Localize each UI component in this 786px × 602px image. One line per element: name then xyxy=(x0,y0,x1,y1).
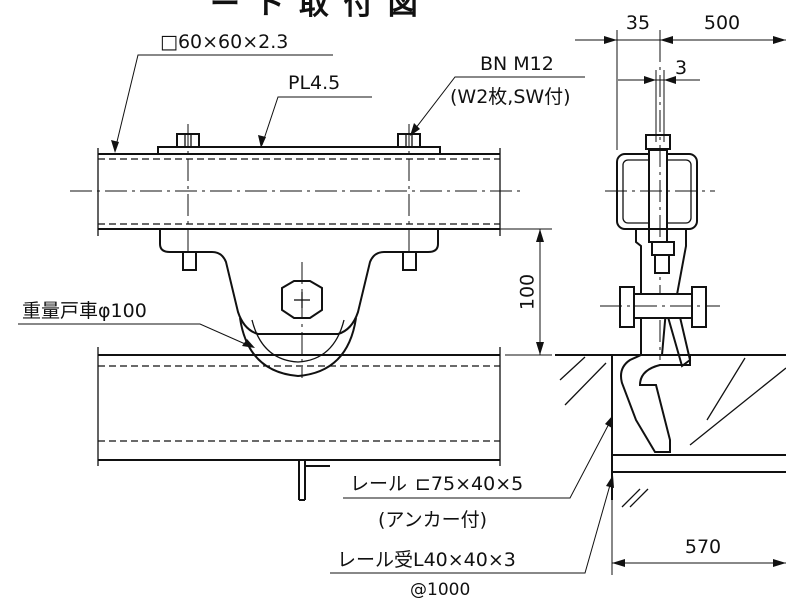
top-plate xyxy=(157,146,441,155)
label-rail-channel: ⊏75×40×5 xyxy=(415,473,523,495)
leader-bolt: BN M12 (W2枚,SW付) xyxy=(410,53,585,136)
leader-tube: □60×60×2.3 xyxy=(111,31,333,153)
label-bolt-note: (W2枚,SW付) xyxy=(450,86,571,108)
label-tube: □60×60×2.3 xyxy=(160,31,288,53)
label-rail-seat: レール受L40×40×3 xyxy=(337,549,516,571)
dim-500-text: 500 xyxy=(704,12,740,34)
axle-nut-right xyxy=(691,286,707,328)
leader-plate: PL4.5 xyxy=(258,72,372,148)
side-view: 35 500 3 570 xyxy=(555,12,786,575)
dim-3-text: 3 xyxy=(675,57,687,79)
axle-nut-left xyxy=(619,286,635,328)
label-rail-word: レール xyxy=(350,473,407,495)
angle-support xyxy=(298,460,330,501)
bolt-stub-right xyxy=(402,251,417,271)
dim-570-text: 570 xyxy=(685,536,721,558)
bracket xyxy=(159,229,439,335)
label-roller: 重量戸車φ100 xyxy=(22,300,147,322)
heavy-roller xyxy=(239,262,357,378)
label-plate: PL4.5 xyxy=(288,72,340,94)
label-bolt: BN M12 xyxy=(480,53,554,75)
leader-roller: 重量戸車φ100 xyxy=(18,300,255,348)
label-anchor: (アンカー付) xyxy=(378,509,487,531)
hanger-plate xyxy=(635,228,692,368)
floor-section xyxy=(555,354,786,508)
dim-100: 100 xyxy=(440,228,552,356)
bolt-stub-left xyxy=(182,251,197,271)
upper-square-tube xyxy=(70,148,525,236)
dim-570: 570 xyxy=(611,500,786,575)
leader-rail-seat: レール受L40×40×3 @1000 xyxy=(330,475,614,600)
lower-rail-tube xyxy=(97,347,501,466)
dim-35-text: 35 xyxy=(626,12,650,34)
label-rail: レール ⊏75×40×5 xyxy=(350,473,523,495)
drawing-header: ー ト 取 付 図 xyxy=(210,0,420,22)
rail-channel xyxy=(620,354,691,453)
dim-3: 3 xyxy=(618,57,700,142)
dim-100-text: 100 xyxy=(517,274,539,310)
label-pitch: @1000 xyxy=(410,580,470,600)
dim-35-500: 35 500 xyxy=(575,12,786,150)
leader-rail: レール ⊏75×40×5 (アンカー付) xyxy=(343,415,613,531)
front-view xyxy=(70,124,525,501)
